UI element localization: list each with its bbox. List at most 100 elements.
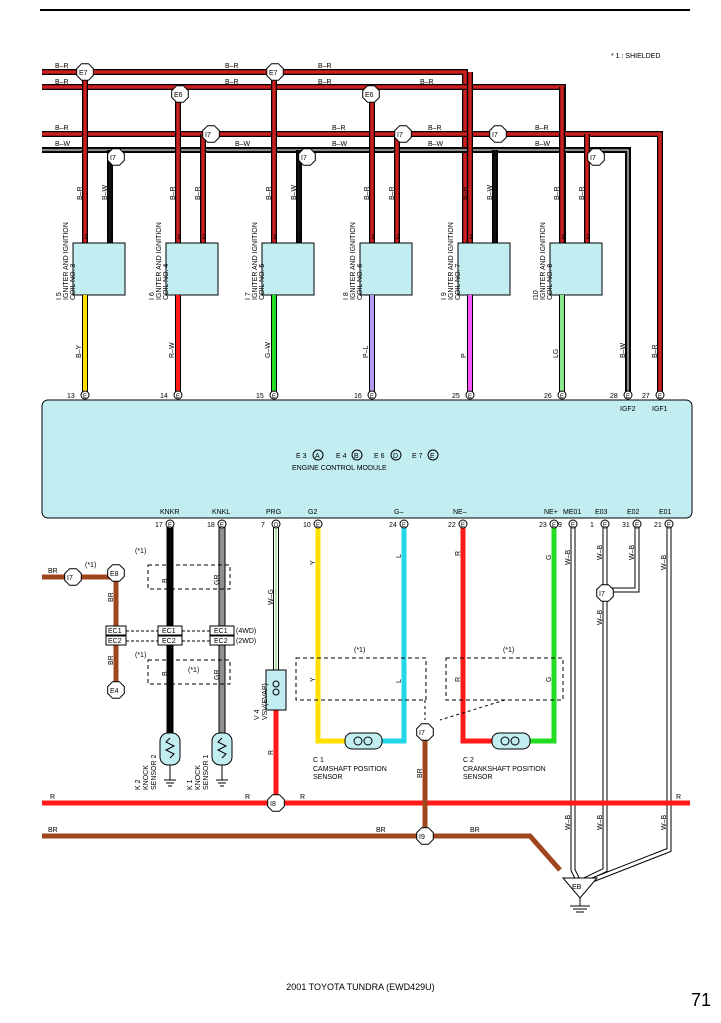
pin-number: 1	[371, 234, 375, 241]
pin-name: NE–	[453, 509, 467, 516]
connector-i8: I8	[267, 794, 285, 812]
wire-label: B–R	[55, 125, 69, 132]
wire-label: B–R	[579, 186, 586, 200]
wire-label: B–R	[652, 344, 659, 358]
coil-id: I 9	[441, 292, 448, 300]
coil-sub: COIL NO. 3	[70, 264, 77, 300]
wire-label: B–R	[55, 63, 69, 70]
wire-label: B–W	[235, 141, 251, 148]
svg-text:E: E	[468, 394, 472, 400]
coil-id: I 5	[56, 292, 63, 300]
ecm-ref: D	[393, 453, 398, 460]
connector-i7: I7	[202, 125, 220, 143]
coil-id: I 6	[149, 292, 156, 300]
svg-text:R: R	[455, 551, 462, 556]
connector-i7: I7	[416, 723, 434, 741]
connector-label: I7	[67, 575, 73, 582]
svg-text:V 4: V 4	[254, 709, 261, 720]
camshaft-sensor: C 1 CAMSHAFT POSITION SENSOR	[313, 732, 387, 781]
coil-sub: COIL NO. 4	[163, 264, 170, 300]
wire-label: B–R	[77, 186, 84, 200]
pin-number: 23	[539, 522, 547, 529]
svg-text:(*1): (*1)	[135, 548, 146, 555]
svg-text:E: E	[552, 523, 556, 529]
coil-name: IGNITER AND IGNITION	[540, 222, 547, 300]
wire-label: B–W	[620, 342, 627, 358]
coil-sub: COIL NO. 6	[357, 264, 364, 300]
pin-number: 27	[642, 393, 650, 400]
pin-number: 2	[396, 234, 400, 241]
svg-text:B: B	[162, 578, 169, 583]
ecm-bottom-pins: KNKRE17KNKLE18PRGD7G2E10G–E24NE–E22NE+E2…	[155, 509, 674, 529]
svg-text:E: E	[658, 394, 662, 400]
pin-number: 1	[177, 234, 181, 241]
coil-name: IGNITER AND IGNITION	[156, 222, 163, 300]
pin-number: 13	[67, 393, 75, 400]
wire-label: B–W	[332, 141, 348, 148]
igf-pins: E 28 IGF2 E 27 IGF1 B–W B–R	[610, 342, 668, 413]
wire-label: B–R	[332, 125, 346, 132]
pin-number: 7	[261, 522, 265, 529]
svg-text:W–B: W–B	[597, 815, 604, 831]
wire-label: B–W	[55, 141, 71, 148]
svg-text:(*1): (*1)	[135, 652, 146, 659]
pin-number: 1	[273, 234, 277, 241]
connector-e8: E8	[107, 564, 125, 582]
wire-label: B–R	[554, 186, 561, 200]
ecm-pin-ne–: NE–E22	[448, 509, 468, 529]
coil-id: I 8	[343, 292, 350, 300]
pin-name: G2	[308, 509, 317, 516]
wire-label: B–R	[428, 125, 442, 132]
svg-text:EC2: EC2	[214, 638, 228, 645]
svg-text:L: L	[396, 679, 403, 683]
svg-text:R: R	[268, 750, 275, 755]
ecm-title: ENGINE CONTROL MODULE	[292, 465, 387, 472]
svg-text:SENSOR 1: SENSOR 1	[203, 754, 210, 790]
knock-sensors: K 2 KNOCK SENSOR 2 K 1 KNOCK SENSOR 1	[135, 732, 233, 790]
svg-text:BR: BR	[48, 568, 58, 575]
svg-text:W–B: W–B	[597, 545, 604, 561]
wire-label: P	[461, 353, 468, 358]
svg-text:CRANKSHAFT POSITION: CRANKSHAFT POSITION	[463, 766, 546, 773]
connector-label: E6	[174, 92, 183, 99]
svg-text:E: E	[168, 523, 172, 529]
svg-text:GR: GR	[214, 670, 221, 681]
ecm-ref-circle	[427, 449, 439, 461]
svg-text:C 1: C 1	[313, 757, 324, 764]
coil-box	[457, 242, 511, 296]
svg-text:BR: BR	[376, 827, 386, 834]
svg-text:EC1: EC1	[214, 628, 228, 635]
pin-number: 15	[256, 393, 264, 400]
ecm-ref: E 6	[374, 453, 385, 460]
connector-e7: E7	[76, 63, 94, 81]
svg-text:W–B: W–B	[629, 545, 636, 561]
coil-sub: COIL NO. 7	[455, 264, 462, 300]
svg-text:W–B: W–B	[597, 610, 604, 626]
wire-label: B–R	[420, 79, 434, 86]
ecm-ref: A	[315, 453, 320, 460]
coil-box	[359, 242, 413, 296]
svg-text:R: R	[50, 794, 55, 801]
connector-label: I9	[419, 834, 425, 841]
svg-text:K 2: K 2	[135, 779, 142, 790]
pin-name: ME01	[563, 509, 581, 516]
svg-text:E: E	[402, 523, 406, 529]
coil-sub: COIL NO. 5	[259, 264, 266, 300]
connector-label: I7	[205, 132, 211, 139]
coil-name: IGNITER AND IGNITION	[63, 222, 70, 300]
pin-name: IGF1	[652, 406, 668, 413]
pin-number: 31	[622, 522, 630, 529]
svg-text:R: R	[455, 677, 462, 682]
page-number: 71	[690, 990, 711, 1010]
wire-label: B–R	[225, 79, 239, 86]
connector-label: I7	[599, 591, 605, 598]
svg-text:(4WD): (4WD)	[236, 628, 256, 635]
connector-label: E7	[269, 70, 278, 77]
pin-number: 2	[494, 234, 498, 241]
svg-text:E: E	[667, 523, 671, 529]
shielded-note: * 1 : SHIELDED	[611, 53, 660, 60]
pin-number: 28	[610, 393, 618, 400]
